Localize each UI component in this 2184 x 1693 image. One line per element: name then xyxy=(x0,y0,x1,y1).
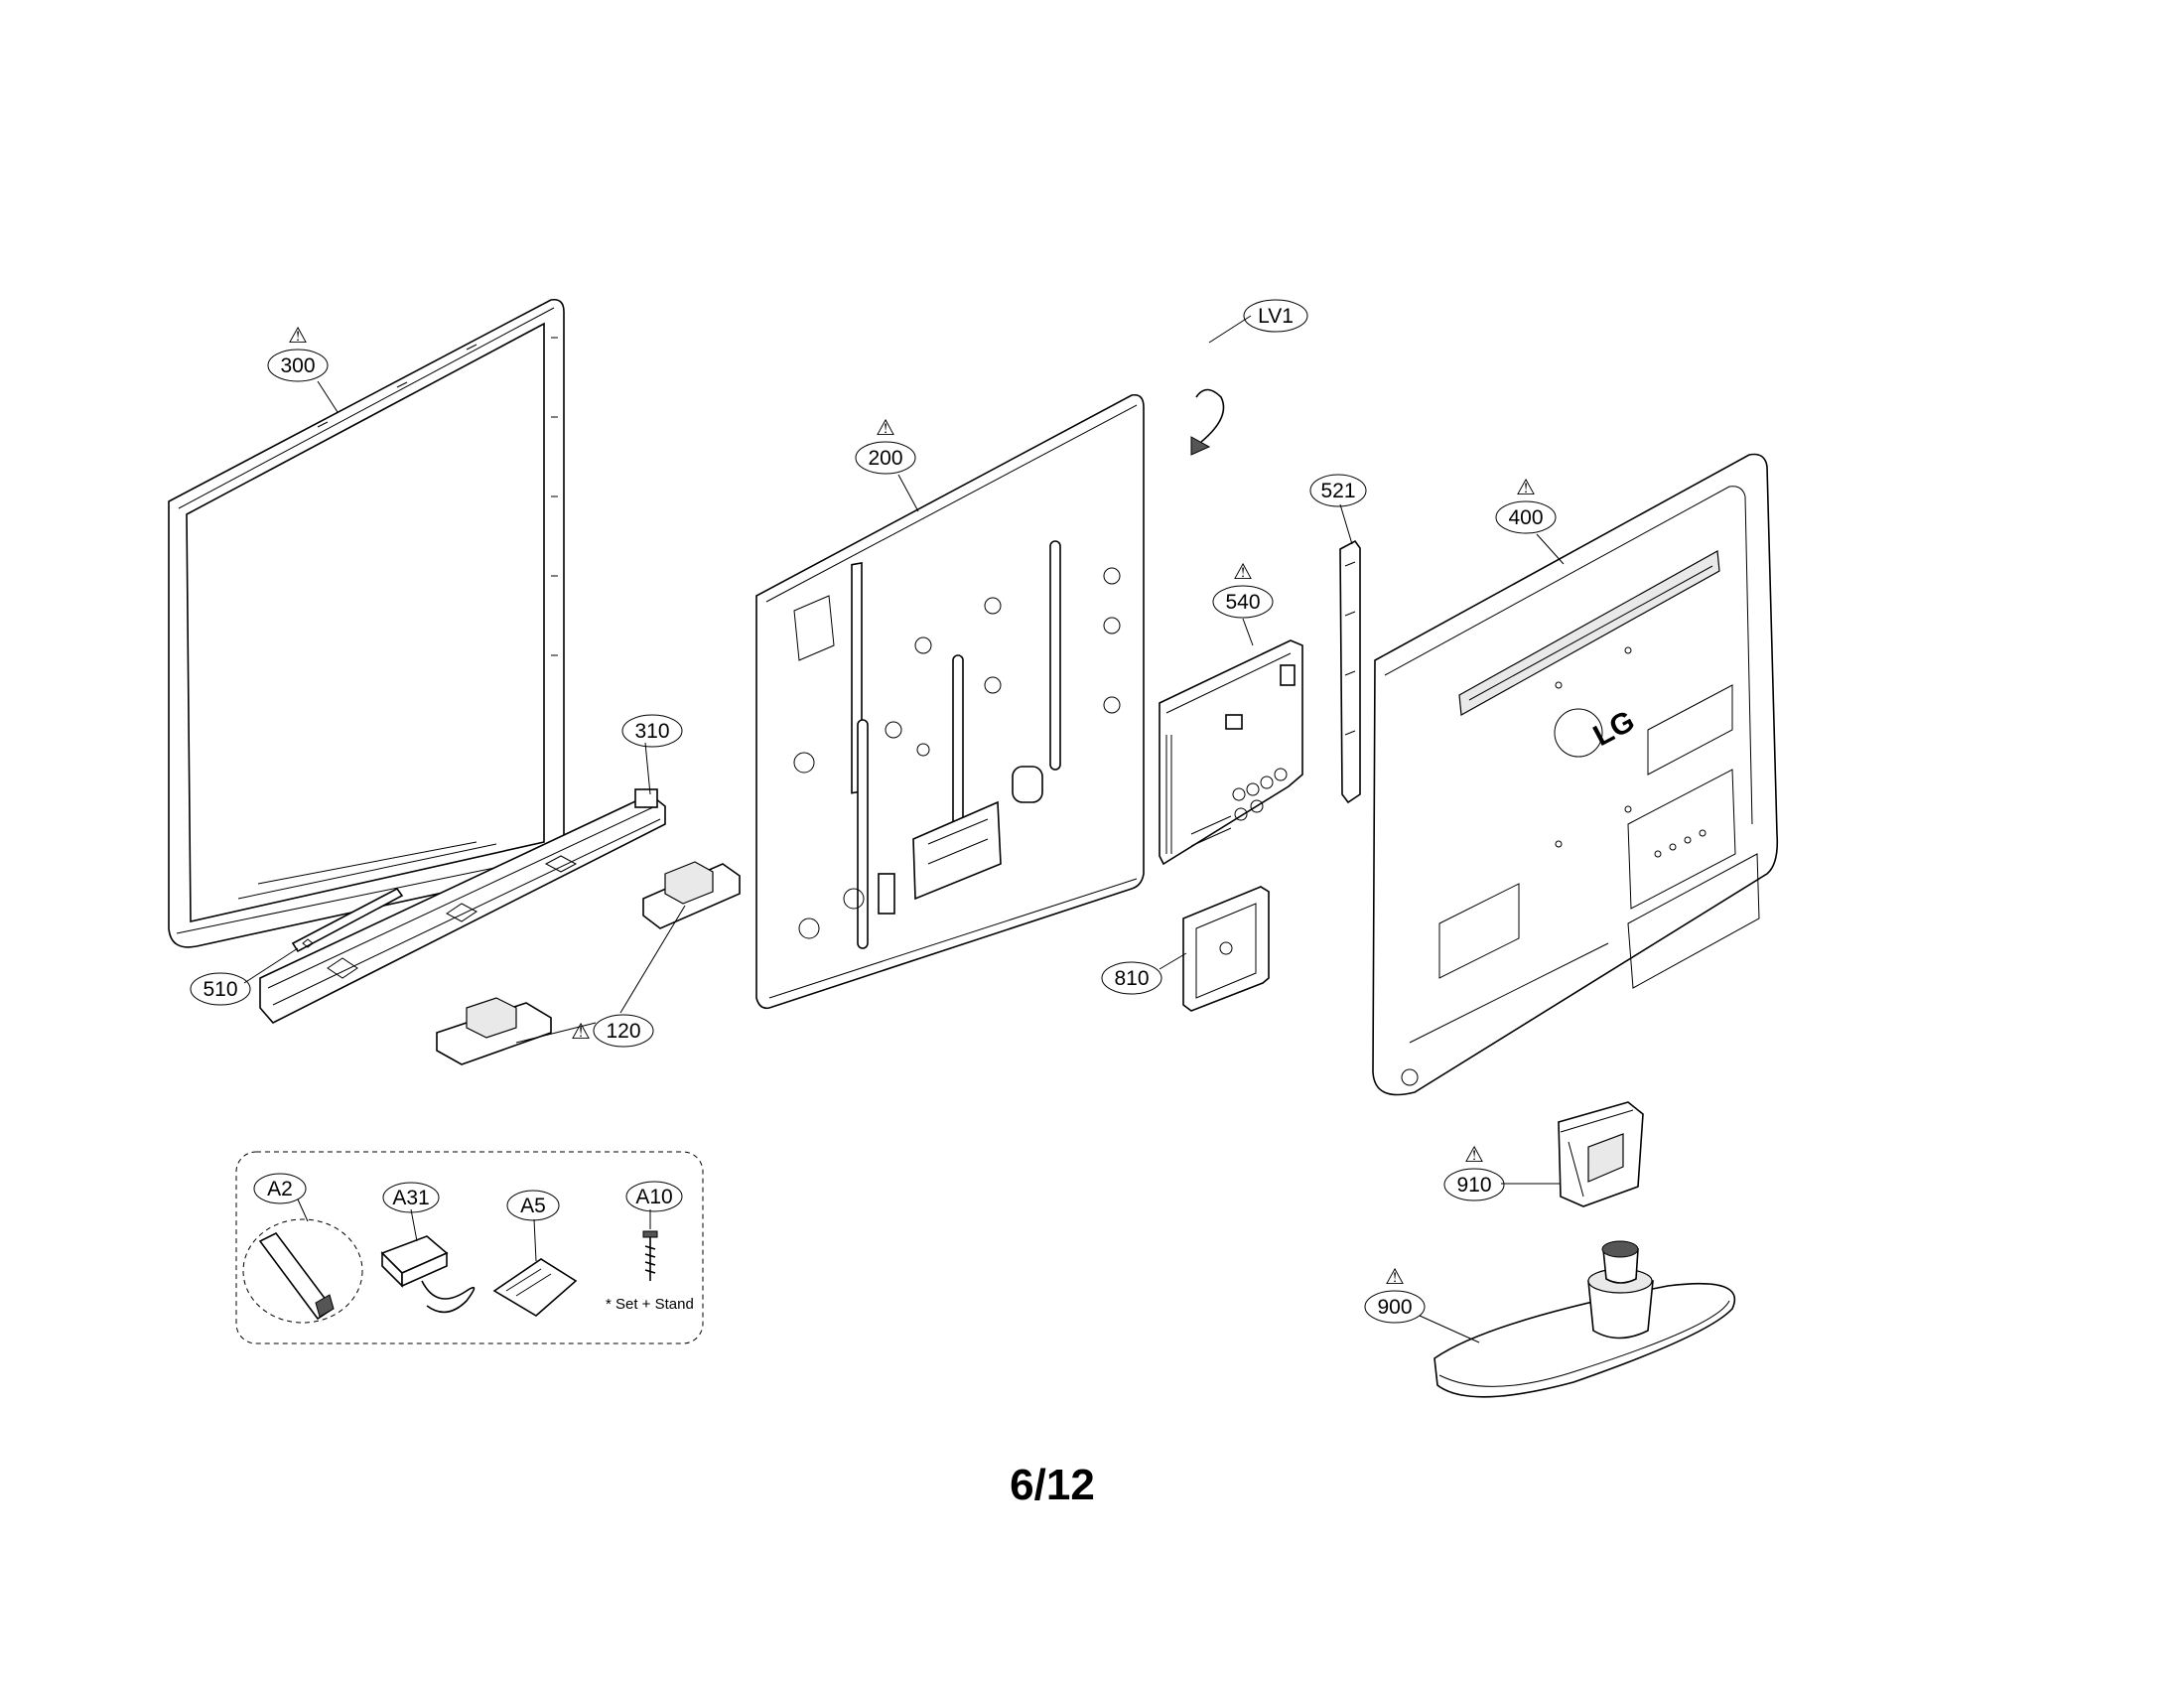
svg-text:540: 540 xyxy=(1225,591,1260,614)
svg-text:A5: A5 xyxy=(520,1195,546,1217)
front-bezel-300 xyxy=(168,298,565,948)
svg-text:310: 310 xyxy=(634,720,669,743)
svg-text:A10: A10 xyxy=(635,1186,672,1208)
warning-icon: ⚠ xyxy=(1516,475,1536,499)
leader-lines xyxy=(243,315,1565,1343)
bracket-810 xyxy=(1182,886,1270,1012)
callout-lv1: LV1 xyxy=(1243,299,1308,333)
svg-text:810: 810 xyxy=(1114,967,1149,990)
callout-540: ⚠ 540 xyxy=(1212,559,1274,619)
warning-icon: ⚠ xyxy=(1385,1264,1405,1289)
svg-text:120: 120 xyxy=(606,1020,640,1043)
accessories-box: * Set + Stand xyxy=(235,1151,704,1344)
page-number: 6/12 xyxy=(1010,1461,1095,1509)
svg-text:900: 900 xyxy=(1377,1296,1412,1319)
lv1-screw-arrow xyxy=(1190,388,1225,456)
callout-521: 521 xyxy=(1309,474,1367,507)
warning-icon: ⚠ xyxy=(876,415,895,440)
callout-a2: A2 xyxy=(253,1173,307,1204)
callout-910: ⚠ 910 xyxy=(1443,1142,1505,1201)
speaker-120-left xyxy=(436,997,552,1065)
svg-text:510: 510 xyxy=(203,978,237,1001)
svg-text:A31: A31 xyxy=(392,1187,429,1209)
callout-200: ⚠ 200 xyxy=(855,415,916,475)
side-board-521 xyxy=(1339,539,1361,804)
warning-icon: ⚠ xyxy=(1233,559,1253,584)
speaker-120-right xyxy=(642,861,741,929)
callout-a31: A31 xyxy=(382,1182,440,1213)
callout-a5: A5 xyxy=(506,1190,560,1221)
callout-810: 810 xyxy=(1101,961,1162,995)
svg-text:LV1: LV1 xyxy=(1258,305,1294,328)
svg-text:300: 300 xyxy=(280,354,315,377)
stand-neck-910 xyxy=(1558,1101,1644,1207)
warning-icon: ⚠ xyxy=(571,1019,591,1044)
callout-510: 510 xyxy=(190,972,251,1006)
accessory-note: * Set + Stand xyxy=(606,1296,694,1313)
svg-text:910: 910 xyxy=(1456,1174,1491,1197)
callout-900: ⚠ 900 xyxy=(1364,1264,1426,1324)
callout-400: ⚠ 400 xyxy=(1495,475,1557,534)
svg-text:200: 200 xyxy=(868,447,902,470)
callout-120: ⚠ 120 xyxy=(571,1014,654,1048)
main-board-540 xyxy=(1159,639,1303,866)
svg-text:521: 521 xyxy=(1320,480,1355,502)
svg-text:A2: A2 xyxy=(267,1178,293,1200)
warning-icon: ⚠ xyxy=(288,323,308,348)
back-cover-400: LG xyxy=(1372,453,1779,1096)
stand-base-900 xyxy=(1433,1240,1736,1398)
ir-board-510 xyxy=(291,887,404,953)
svg-text:400: 400 xyxy=(1508,506,1543,529)
warning-icon: ⚠ xyxy=(1464,1142,1484,1167)
callout-300: ⚠ 300 xyxy=(267,323,329,382)
callout-a10: A10 xyxy=(625,1181,683,1212)
callout-310: 310 xyxy=(621,714,683,748)
main-chassis-200 xyxy=(755,393,1145,1010)
